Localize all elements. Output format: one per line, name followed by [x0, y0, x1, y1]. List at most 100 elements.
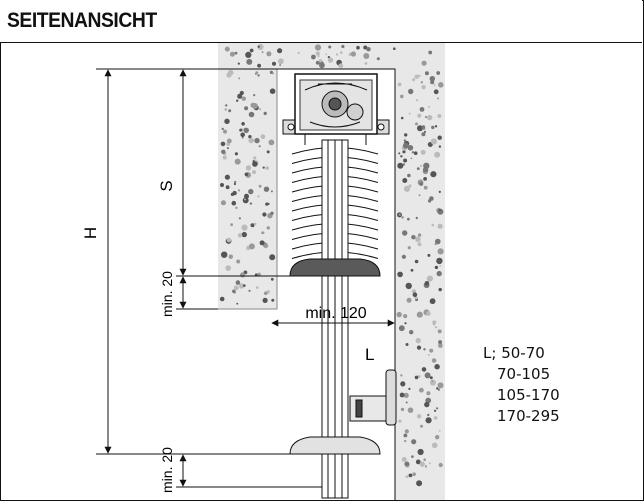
speckle — [433, 89, 439, 95]
dimension-min20-bottom — [176, 454, 322, 488]
speckle — [223, 129, 227, 134]
speckle — [408, 184, 412, 188]
speckle — [348, 53, 351, 56]
speckle — [417, 125, 423, 132]
speckle — [233, 285, 239, 291]
speckle — [241, 231, 247, 238]
speckle — [248, 243, 255, 250]
speckle — [255, 71, 259, 75]
speckle — [436, 270, 442, 277]
speckle — [415, 236, 421, 243]
speckle — [423, 458, 427, 462]
speckle — [258, 184, 262, 188]
speckle — [412, 78, 416, 82]
speckle — [226, 237, 232, 243]
speckle — [425, 417, 432, 424]
speckle — [315, 51, 320, 56]
speckle — [366, 47, 371, 52]
speckle — [431, 358, 437, 363]
speckle — [438, 340, 443, 345]
speckle — [240, 132, 245, 138]
speckle — [241, 122, 245, 126]
speckle — [222, 155, 227, 160]
speckle — [429, 376, 433, 380]
speckle — [432, 320, 437, 325]
speckle — [262, 297, 268, 303]
speckle — [263, 291, 268, 296]
speckle — [271, 72, 274, 75]
speckle — [426, 311, 431, 316]
speckle — [340, 51, 343, 54]
speckle — [416, 480, 423, 487]
speckle — [416, 345, 422, 350]
speckle — [427, 354, 430, 356]
speckle — [411, 439, 417, 445]
speckle — [319, 62, 325, 69]
speckle — [311, 54, 316, 60]
dimension-s — [176, 69, 290, 277]
speckle — [428, 105, 431, 108]
speckle — [438, 343, 443, 348]
speckle — [419, 387, 424, 393]
speckle — [403, 185, 411, 192]
l-range-value: 70-105 — [497, 365, 551, 383]
speckle — [249, 48, 254, 53]
speckle — [436, 387, 439, 390]
speckle — [393, 47, 396, 50]
speckle — [246, 58, 253, 65]
speckle — [254, 137, 260, 144]
speckle — [438, 145, 442, 148]
speckle — [423, 177, 427, 181]
speckle — [418, 194, 421, 197]
speckle — [220, 141, 226, 147]
speckle — [403, 158, 408, 163]
speckle — [248, 111, 255, 118]
crank-handle — [349, 369, 397, 426]
speckle — [397, 82, 402, 87]
speckle — [404, 133, 408, 137]
speckle — [251, 103, 258, 109]
speckle — [262, 212, 267, 217]
label-s: S — [157, 180, 176, 191]
speckle — [257, 272, 261, 276]
speckle — [402, 142, 409, 149]
speckle — [416, 167, 420, 171]
speckle — [269, 88, 276, 94]
speckle — [241, 96, 246, 101]
speckle — [237, 189, 241, 192]
speckle — [414, 296, 418, 300]
speckle — [398, 325, 405, 332]
speckle — [423, 348, 426, 351]
speckle — [232, 289, 236, 293]
speckle — [221, 251, 228, 258]
speckle — [415, 459, 421, 465]
speckle — [314, 44, 322, 51]
speckle — [236, 99, 239, 102]
label-min20-bottom: min. 20 — [159, 447, 175, 493]
speckle — [397, 271, 403, 278]
speckle — [435, 435, 440, 440]
speckle — [407, 145, 414, 151]
speckle — [341, 44, 345, 49]
speckle — [404, 461, 410, 467]
speckle — [407, 407, 414, 414]
speckle — [248, 135, 252, 139]
speckle — [404, 322, 407, 325]
speckle — [224, 118, 230, 125]
speckle — [438, 82, 444, 88]
speckle — [438, 462, 443, 468]
speckle — [228, 254, 233, 259]
speckle — [269, 254, 276, 261]
speckle — [401, 457, 407, 462]
speckle — [421, 125, 426, 129]
speckle — [429, 348, 434, 353]
speckle — [421, 367, 427, 372]
l-prefix: L; — [483, 344, 497, 362]
speckle — [234, 152, 238, 156]
speckle — [364, 62, 368, 65]
speckle — [238, 77, 241, 80]
speckle — [266, 150, 270, 154]
speckle — [397, 162, 404, 169]
speckle — [424, 465, 428, 468]
